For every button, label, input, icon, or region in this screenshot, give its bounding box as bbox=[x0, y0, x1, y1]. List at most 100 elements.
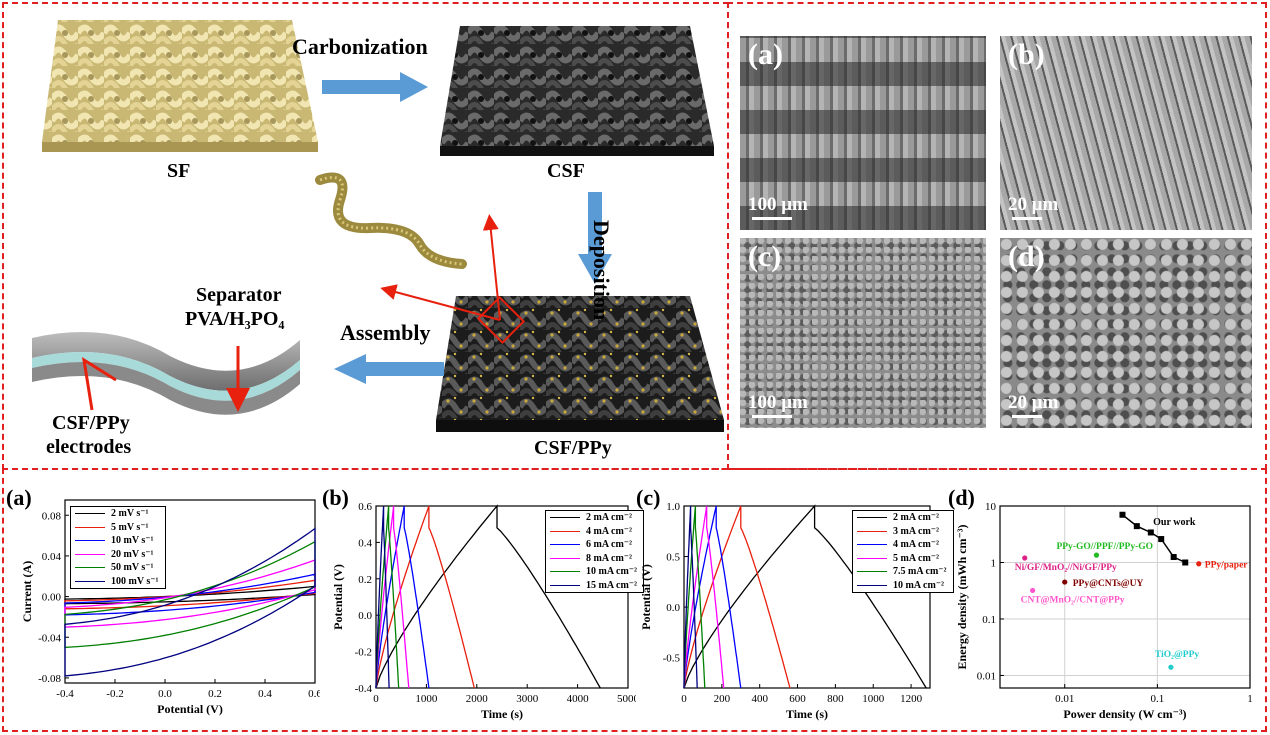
legend-label: 10 mV s⁻¹ bbox=[111, 535, 154, 547]
sem-image-c: (c) 100 μm bbox=[740, 238, 986, 428]
sem-scale-c: 100 μm bbox=[748, 392, 808, 413]
y-axis-label: Potential (V) bbox=[331, 564, 345, 630]
legend-entry: 8 mA cm⁻² bbox=[546, 552, 643, 566]
assembly-label: Assembly bbox=[340, 320, 431, 345]
our-work-point bbox=[1182, 559, 1189, 566]
y-tick-label: -0.04 bbox=[38, 632, 61, 644]
legend-label: 2 mV s⁻¹ bbox=[111, 508, 149, 520]
reference-label: CNT@MnO₂//CNT@PPy bbox=[1021, 595, 1125, 605]
csf-fabric bbox=[440, 26, 714, 156]
reference-label: PPy@CNTs@UY bbox=[1073, 579, 1144, 589]
legend-label: 100 mV s⁻¹ bbox=[111, 575, 159, 587]
legend-entry: 100 mV s⁻¹ bbox=[71, 575, 165, 589]
gcd-curve bbox=[375, 504, 601, 689]
legend-swatch bbox=[75, 567, 105, 569]
gcd-curve bbox=[683, 504, 927, 689]
x-tick-label: 0 bbox=[681, 693, 687, 705]
legend-entry: 7.5 mA cm⁻² bbox=[853, 565, 953, 579]
carbonization-label: Carbonization bbox=[292, 34, 428, 59]
y-axis-label: Current (A) bbox=[20, 561, 34, 622]
y-tick-label: 0.00 bbox=[42, 592, 62, 604]
x-tick-label: 3000 bbox=[516, 693, 539, 705]
y-tick-label: 0.2 bbox=[358, 574, 372, 586]
deposition-label: Deposition bbox=[589, 220, 614, 321]
cv-curve bbox=[64, 579, 316, 610]
legend-label: 5 mA cm⁻² bbox=[893, 552, 940, 564]
electrodes-label-2: electrodes bbox=[46, 436, 132, 458]
sem-scalebar-a bbox=[752, 217, 792, 220]
csf-label: CSF bbox=[547, 160, 585, 182]
legend-swatch bbox=[75, 553, 105, 555]
reference-point bbox=[1022, 555, 1028, 561]
csfppy-label: CSF/PPy bbox=[534, 437, 612, 459]
legend-swatch bbox=[550, 544, 580, 546]
x-axis-label: Time (s) bbox=[786, 707, 828, 721]
x-tick-label: 800 bbox=[827, 693, 844, 705]
legend-label: 15 mA cm⁻² bbox=[586, 579, 638, 591]
legend-label: 2 mA cm⁻² bbox=[586, 512, 633, 524]
x-axis-label: Power density (W cm⁻³) bbox=[1063, 707, 1186, 721]
y-tick-label: -0.5 bbox=[663, 653, 681, 665]
our-work-point bbox=[1147, 529, 1154, 536]
legend-entry: 4 mA cm⁻² bbox=[546, 525, 643, 539]
reference-point bbox=[1062, 579, 1068, 585]
gcd-curve bbox=[683, 505, 725, 689]
legend-swatch bbox=[857, 517, 887, 519]
sem-scalebar-d bbox=[1012, 415, 1042, 418]
plot-frame bbox=[683, 505, 931, 689]
y-tick-label: 1 bbox=[991, 557, 997, 569]
legend-swatch bbox=[550, 557, 580, 559]
our-work-point bbox=[1158, 536, 1165, 543]
legend-label: 5 mV s⁻¹ bbox=[111, 521, 149, 533]
y-tick-label: 0.1 bbox=[982, 614, 996, 626]
reference-point bbox=[1093, 552, 1100, 558]
y-tick-label: -0.4 bbox=[355, 683, 373, 695]
legend-swatch bbox=[75, 513, 105, 515]
legend-swatch bbox=[550, 517, 580, 519]
legend-swatch bbox=[550, 584, 580, 586]
legend-swatch bbox=[75, 540, 105, 542]
gcd-curve bbox=[375, 505, 400, 689]
gcd-curve bbox=[375, 505, 430, 689]
legend-entry: 10 mA cm⁻² bbox=[853, 579, 953, 593]
x-axis-label: Potential (V) bbox=[157, 702, 223, 716]
chart-a-panel-label: (a) bbox=[6, 485, 32, 510]
y-axis-label: Potential (V) bbox=[639, 564, 653, 630]
legend-entry: 15 mA cm⁻² bbox=[546, 579, 643, 593]
plot-frame bbox=[375, 505, 629, 689]
x-tick-label: 1000 bbox=[415, 693, 438, 705]
supercapacitor-device bbox=[32, 332, 300, 415]
assembly-arrow bbox=[334, 354, 444, 384]
cv-curve bbox=[64, 527, 316, 677]
sem-scalebar-c bbox=[752, 415, 792, 418]
reference-point bbox=[1030, 587, 1036, 594]
sem-scale-a: 100 μm bbox=[748, 194, 808, 215]
legend-entry: 2 mV s⁻¹ bbox=[71, 507, 165, 521]
gcd-curve bbox=[375, 505, 390, 689]
y-tick-label: -0.08 bbox=[38, 673, 61, 685]
x-axis-label: Time (s) bbox=[481, 707, 523, 721]
schematic-illustration bbox=[32, 20, 724, 432]
chart-c-panel-label: (c) bbox=[636, 485, 661, 510]
legend-swatch bbox=[857, 530, 887, 532]
legend-label: 6 mA cm⁻² bbox=[586, 539, 633, 551]
reference-label: TiO₂@PPy bbox=[1155, 650, 1199, 660]
sem-scale-b: 20 μm bbox=[1008, 194, 1059, 215]
legend-entry: 10 mA cm⁻² bbox=[546, 565, 643, 579]
x-tick-label: 0.2 bbox=[208, 688, 222, 700]
gcd-curve bbox=[683, 505, 698, 689]
legend-label: 10 mA cm⁻² bbox=[586, 566, 638, 578]
sem-label-d: (d) bbox=[1008, 240, 1045, 273]
legend-swatch bbox=[857, 584, 887, 586]
x-tick-label: 400 bbox=[751, 693, 768, 705]
chart-b-panel-label: (b) bbox=[322, 485, 349, 510]
gcd-curve bbox=[683, 505, 742, 689]
x-tick-label: 1 bbox=[1247, 693, 1253, 705]
legend-label: 50 mV s⁻¹ bbox=[111, 562, 154, 574]
our-work-point bbox=[1170, 554, 1177, 561]
reference-label: Ni/GF/MnO₂//Ni/GF/PPy bbox=[1015, 563, 1117, 573]
separator-material: PVA/H₃PO₄ bbox=[185, 308, 285, 330]
